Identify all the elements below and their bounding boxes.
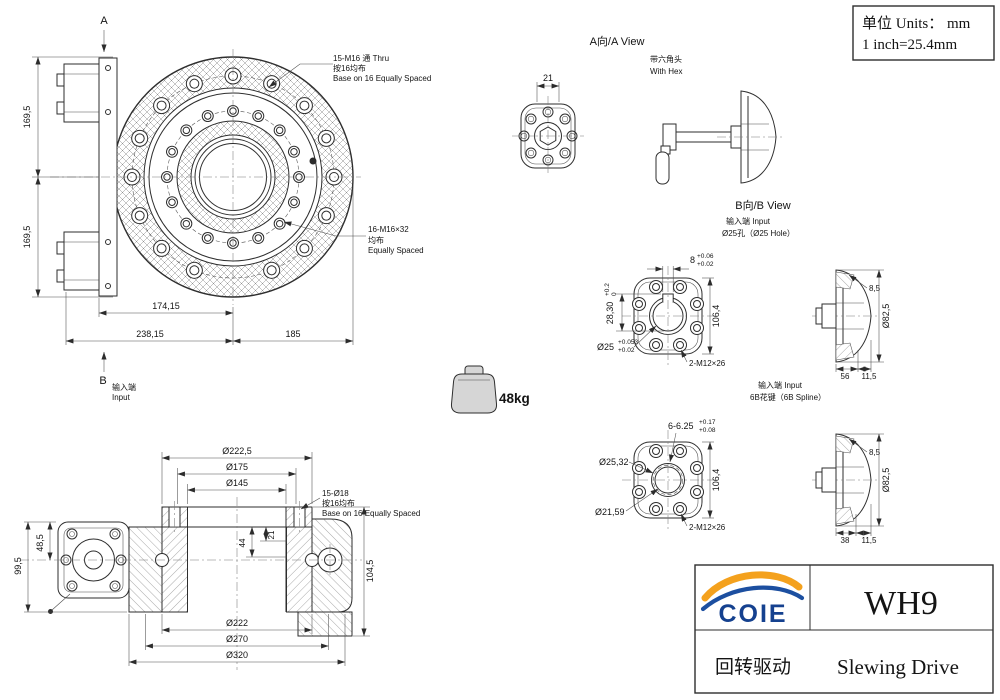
dim-169-5-bottom: 169,5 [22, 226, 32, 249]
dim-step-2: 8,5 [869, 448, 881, 457]
dim-bore-tol-l: +0.02 [618, 347, 635, 354]
thru-note-2: 按16均布 [333, 63, 366, 73]
units-line1: 单位 Units： mm [862, 15, 971, 32]
dim-185: 185 [285, 329, 300, 339]
dim-320: Ø320 [226, 650, 248, 660]
worm-housing-bottom [297, 611, 353, 637]
title-block-frame [694, 564, 994, 694]
dim-21-a-view: 21 [543, 73, 553, 83]
dim-bolts2: 2-M12×26 [689, 523, 726, 532]
dim-bore: Ø25 [597, 342, 614, 352]
dim-tip-1: 11,5 [862, 372, 878, 381]
hex-socket [539, 126, 557, 146]
hand-crank [655, 123, 742, 185]
flange-holes-1: 15-Ø18 [322, 489, 349, 498]
dim-222-5: Ø222,5 [222, 446, 252, 456]
weight-icon: 48kg [450, 365, 530, 414]
title-block: COIE WH9 回转驱动 Slewing Drive [694, 564, 994, 694]
product-name-cn: 回转驱动 [715, 656, 791, 678]
hole-variant-label-cn: 输入端 Input [726, 216, 771, 226]
dim-flange-106-4: 106,4 [711, 305, 721, 328]
tap-note-3: Equally Spaced [368, 246, 424, 255]
b-view-title: B向/B View [735, 198, 790, 212]
dim-flange2-106-4: 106,4 [711, 469, 721, 492]
dim-bolts: 2-M12×26 [689, 359, 726, 368]
flange-holes-leader [300, 497, 321, 510]
dim-depth-tol-l: 0 [611, 292, 618, 296]
hex-label-en: With Hex [650, 67, 682, 76]
tapped-holes-leader [283, 221, 366, 237]
dim-222: Ø222 [226, 618, 248, 628]
b-view-spline-flange: 6-6.25 +0.17 +0.08 Ø25,32 Ø21,59 106,4 2… [595, 419, 726, 532]
outer-ring-left [128, 526, 163, 613]
thru-note-3: Base on 16 Equally Spaced [333, 74, 431, 83]
units-box-frame [852, 5, 995, 61]
spline-variant-label-cn: 输入端 Input [758, 380, 803, 390]
dim-dia-2: Ø82,5 [881, 468, 891, 493]
units-box: 单位 Units： mm 1 inch=25.4mm [852, 5, 995, 61]
dim-48-5: 48,5 [35, 534, 45, 552]
inner-ring-left [161, 526, 188, 613]
b-view-hole-flange: 8 +0.06 +0.02 28,30 +0.2 0 106,4 Ø25 +0.… [597, 253, 726, 368]
input-label-en: Input [112, 393, 131, 402]
section-view: Ø222,5 Ø175 Ø145 15-Ø18 按16均布 Base on 16… [13, 446, 420, 670]
spline-variant-label-en: 6B花键（6B Spline） [750, 392, 826, 402]
logo-text: COIE [718, 600, 787, 628]
dim-175: Ø175 [226, 462, 248, 472]
dim-21-section: 21 [267, 530, 276, 539]
hex-label-cn: 带六角头 [650, 54, 682, 64]
a-view: A向/A View 21 带六角头 With Hex [512, 34, 786, 185]
dim-len-1: 56 [841, 372, 850, 381]
dim-104-5: 104,5 [365, 560, 375, 583]
dim-teeth-tol-u: +0.17 [699, 419, 716, 426]
view-arrow-b-label: B [99, 375, 106, 387]
dim-step-1: 8,5 [869, 284, 881, 293]
dim-major: Ø25,32 [599, 457, 629, 467]
dim-minor: Ø21,59 [595, 507, 625, 517]
dim-depth-tol-u: +0.2 [604, 283, 611, 296]
flange-holes-3: Base on 16 Equally Spaced [322, 509, 420, 518]
keyway [662, 293, 674, 302]
thru-holes-leader [268, 63, 333, 88]
dim-depth: 28,30 [605, 302, 615, 325]
thru-note-1: 15-M16 通 Thru [333, 53, 389, 63]
dim-270: Ø270 [226, 634, 248, 644]
dim-keyway: 8 [690, 255, 695, 265]
dim-keyway-tol-u: +0.06 [697, 253, 714, 260]
dim-len-2: 38 [841, 536, 850, 545]
dim-99-5: 99,5 [13, 557, 23, 575]
dim-keyway-tol-l: +0.02 [697, 261, 714, 268]
dim-145: Ø145 [226, 478, 248, 488]
weight-value: 48kg [499, 391, 530, 406]
flange-holes-2: 按16均布 [322, 498, 355, 508]
tap-note-1: 16-M16×32 [368, 225, 409, 234]
b-view-hole-profile: 8,5 Ø82,5 56 11,5 [811, 269, 891, 381]
dim-174-15: 174,15 [152, 301, 180, 311]
plug-mark [309, 157, 317, 165]
dim-bore-tol-u: +0.053 [618, 339, 638, 346]
front-view: A B 输入端 Input 169,5 169,5 174,15 238,15 … [22, 15, 431, 402]
b-view: B向/B View 输入端 Input Ø25孔（Ø25 Hole） [595, 198, 891, 545]
dim-teeth: 6-6.25 [668, 421, 694, 431]
hole-variant-label-en: Ø25孔（Ø25 Hole） [722, 229, 795, 238]
dim-169-5-top: 169,5 [22, 106, 32, 129]
dim-44-section: 44 [238, 538, 247, 547]
company-logo: COIE [700, 571, 805, 628]
tap-note-2: 均布 [368, 235, 384, 245]
dim-teeth-tol-l: +0.08 [699, 427, 716, 434]
dim-238-15: 238,15 [136, 329, 164, 339]
product-name-en: Slewing Drive [837, 655, 959, 679]
dim-tip-2: 11,5 [862, 536, 878, 545]
units-line2: 1 inch=25.4mm [862, 37, 957, 53]
input-label-cn: 输入端 [112, 382, 136, 392]
model-number: WH9 [864, 585, 938, 622]
inner-ring-right [286, 526, 313, 613]
view-arrow-a-label: A [100, 15, 108, 27]
dim-dia-1: Ø82,5 [881, 304, 891, 329]
section-motor [48, 521, 130, 614]
a-view-title: A向/A View [590, 34, 645, 48]
b-view-spline-profile: 8,5 Ø82,5 38 11,5 [811, 433, 891, 545]
